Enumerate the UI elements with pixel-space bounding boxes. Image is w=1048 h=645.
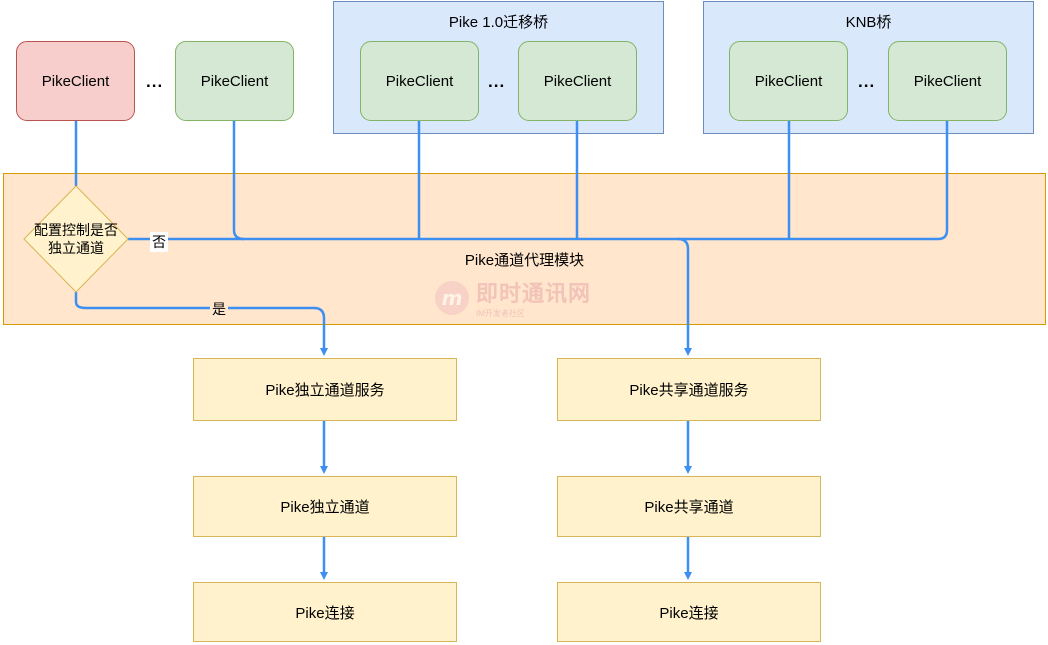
- decision-diamond: [23, 185, 129, 293]
- proxy-module-box: Pike通道代理模块: [3, 173, 1046, 325]
- watermark: m 即时通讯网 IM开发者社区: [432, 276, 591, 319]
- no-edge-label: 否: [150, 232, 168, 252]
- pike-client-bridge1-a: PikeClient: [360, 41, 479, 121]
- shared-channel-service-box: Pike共享通道服务: [557, 358, 821, 421]
- watermark-subtext: IM开发者社区: [476, 309, 525, 318]
- pike-client-bridge1-b: PikeClient: [518, 41, 637, 121]
- shared-connection-box: Pike连接: [557, 582, 821, 642]
- knb-bridge-title: KNB桥: [845, 14, 892, 31]
- pike-client-bridge2-a: PikeClient: [729, 41, 848, 121]
- edge-yes-to-exclusive: [74, 292, 328, 356]
- yes-edge-label: 是: [210, 299, 228, 319]
- proxy-module-label: Pike通道代理模块: [464, 252, 585, 269]
- edge-client2-merge: [232, 121, 245, 241]
- client-ellipsis-2: ...: [488, 72, 506, 91]
- exclusive-channel-box: Pike独立通道: [193, 476, 457, 537]
- edge-no-to-shared: [677, 237, 692, 356]
- pike-client-standalone-red: PikeClient: [16, 41, 135, 121]
- decision-label: 配置控制是否独立通道: [34, 222, 118, 256]
- client-ellipsis-3: ...: [858, 72, 876, 91]
- client-ellipsis-1: ...: [146, 72, 164, 91]
- exclusive-channel-service-box: Pike独立通道服务: [193, 358, 457, 421]
- watermark-text: 即时通讯网: [476, 281, 592, 306]
- svg-text:m: m: [442, 286, 463, 310]
- shared-channel-box: Pike共享通道: [557, 476, 821, 537]
- pike-client-standalone-green: PikeClient: [175, 41, 294, 121]
- exclusive-connection-box: Pike连接: [193, 582, 457, 642]
- pike-migration-bridge-title: Pike 1.0迁移桥: [448, 14, 549, 31]
- edge-no-merge: [128, 121, 949, 241]
- watermark-logo-icon: m: [435, 280, 469, 315]
- pike-client-bridge2-b: PikeClient: [888, 41, 1007, 121]
